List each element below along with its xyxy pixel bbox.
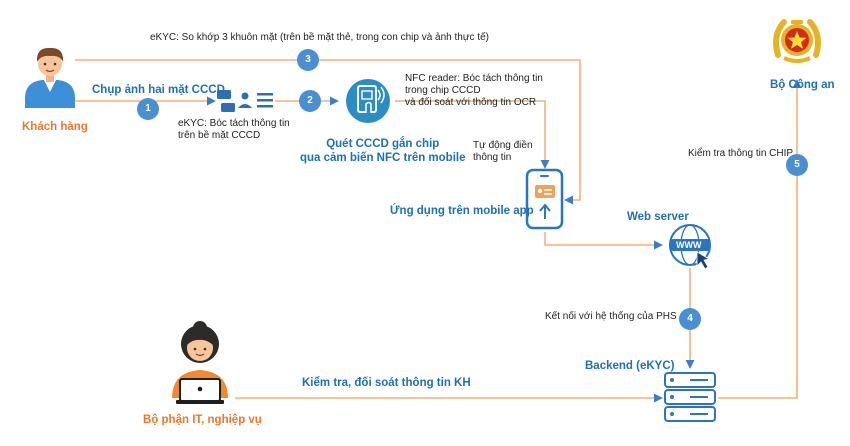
nfc-reader-label: NFC reader: Bóc tách thông tin trong chi… [405,73,543,108]
check-chip-label: Kiểm tra thông tin CHIP [688,148,794,159]
capture-both-sides-label: Chụp ảnh hai mặt CCCD [92,84,225,96]
auto-fill-label: Tự động điền thông tin [473,140,533,163]
step-3-badge: 3 [297,49,319,71]
customer-label: Khách hàng [22,121,88,133]
step-5-badge: 5 [786,154,808,176]
step-1-badge: 1 [137,98,159,120]
mobile-app-label: Ứng dụng trên mobile app [390,205,534,217]
it-staff-avatar-icon [172,321,228,404]
nfc-scan-icon [346,79,390,123]
connect-phs-label: Kết nối với hệ thống của PHS [545,311,677,322]
connector-app-web [544,232,663,250]
step-4-badge: 4 [679,308,701,330]
ocr-card-icon [217,90,273,112]
backend-server-icon [664,372,716,422]
customer-avatar-icon [25,47,75,108]
ministry-label: Bộ Công an [770,79,835,91]
connector-nfc-app [395,100,550,169]
www-text: WWW [676,240,702,250]
connector-step3 [75,59,581,205]
ekyc-surface-label: eKYC: Bóc tách thông tin trên bề mặt CCC… [178,118,290,141]
step-2-badge: 2 [299,90,321,112]
globe-www-icon [669,224,711,270]
check-kh-label: Kiểm tra, đối soát thông tin KH [302,377,471,389]
nfc-scan-label: Quét CCCD gắn chip qua cảm biến NFC trên… [300,138,466,164]
web-server-label: Web server [627,211,689,223]
ministry-emblem-icon [773,19,821,63]
backend-label: Backend (eKYC) [585,360,675,372]
connector-step5 [718,79,802,399]
ekyc-face-match-label: eKYC: So khớp 3 khuôn mặt (trên bề mặt t… [150,32,489,43]
it-dept-label: Bộ phận IT, nghiệp vụ [143,414,262,426]
mobile-app-icon [525,168,564,230]
